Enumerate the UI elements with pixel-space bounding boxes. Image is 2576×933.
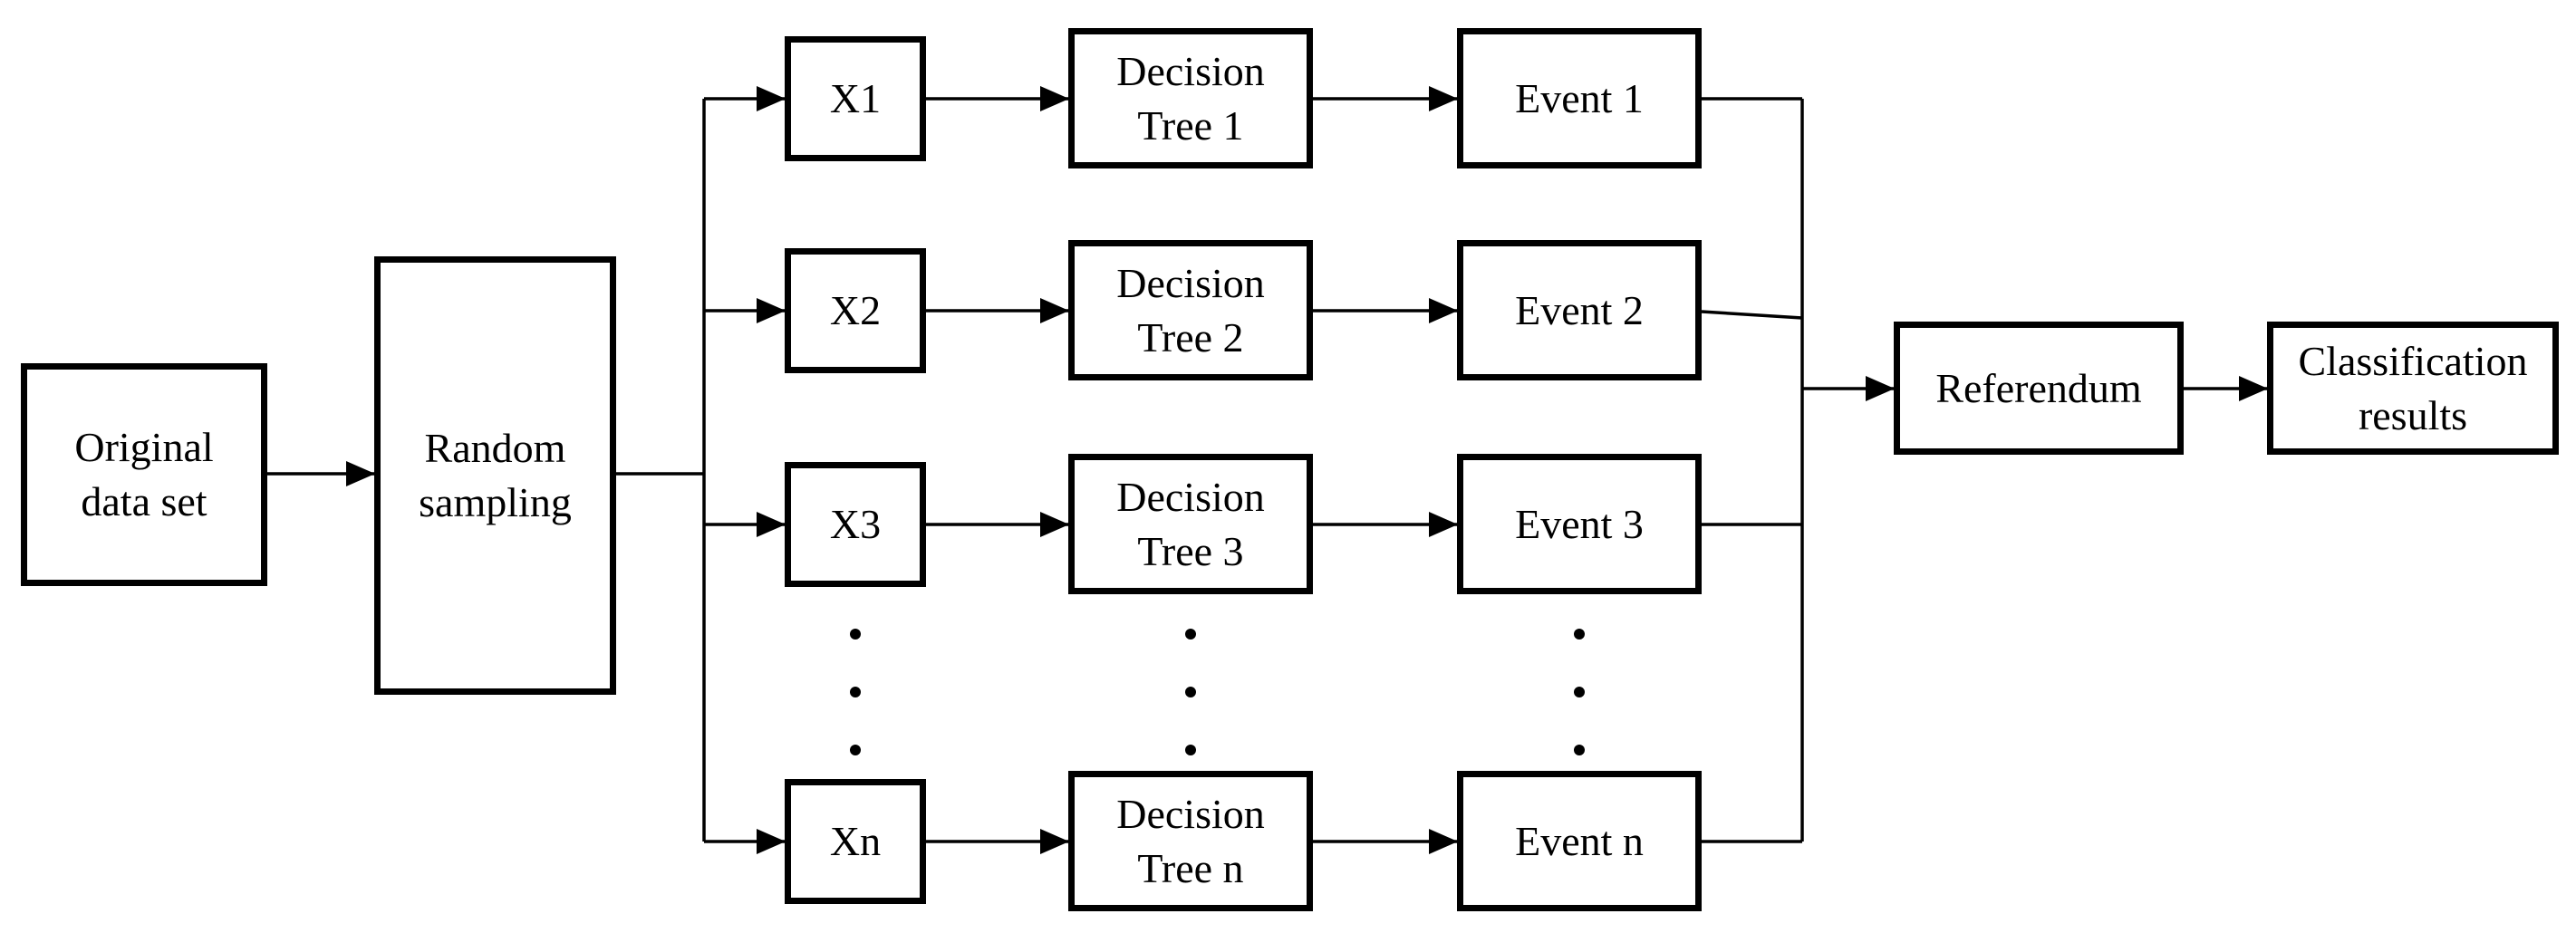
random-sampling-label: Random sampling — [419, 425, 572, 525]
event-3-label: Event 3 — [1515, 500, 1644, 547]
event-n-label: Event n — [1515, 817, 1644, 864]
x3-label: X3 — [829, 501, 882, 548]
x1-label: X1 — [829, 75, 882, 122]
x2-label: X2 — [829, 287, 882, 334]
decision-tree-1-label: Decision Tree 1 — [1116, 47, 1265, 149]
decision-tree-2-label: Decision Tree 2 — [1116, 259, 1265, 361]
referendum-box: Referendum — [1894, 322, 2184, 455]
original-data-set-label: Original data set — [74, 424, 214, 524]
classification-results-label: Classification results — [2298, 337, 2528, 438]
event-2-label: Event 2 — [1515, 286, 1644, 333]
event-box-n: Event n — [1457, 771, 1702, 911]
random-sampling-box: Random sampling — [374, 256, 616, 695]
ellipsis-dots-tree-column — [1185, 629, 1196, 755]
x-box-2: X2 — [785, 248, 926, 373]
decision-tree-box-1: Decision Tree 1 — [1068, 28, 1313, 168]
decision-tree-box-3: Decision Tree 3 — [1068, 454, 1313, 594]
classification-results-box: Classification results — [2267, 322, 2559, 455]
xn-label: Xn — [829, 818, 882, 865]
ellipsis-dots-x-column — [850, 629, 861, 755]
x-box-3: X3 — [785, 462, 926, 587]
event-box-3: Event 3 — [1457, 454, 1702, 594]
event-box-2: Event 2 — [1457, 240, 1702, 380]
decision-tree-box-2: Decision Tree 2 — [1068, 240, 1313, 380]
x-box-1: X1 — [785, 36, 926, 161]
connector-event2-to-collector — [1701, 310, 1803, 320]
ellipsis-dots-event-column — [1574, 629, 1585, 755]
event-box-1: Event 1 — [1457, 28, 1702, 168]
referendum-label: Referendum — [1935, 364, 2142, 411]
decision-tree-box-n: Decision Tree n — [1068, 771, 1313, 911]
event-1-label: Event 1 — [1515, 74, 1644, 121]
x-box-n: Xn — [785, 779, 926, 904]
decision-tree-n-label: Decision Tree n — [1116, 790, 1265, 891]
decision-tree-3-label: Decision Tree 3 — [1116, 473, 1265, 574]
original-data-set-box: Original data set — [21, 363, 267, 586]
